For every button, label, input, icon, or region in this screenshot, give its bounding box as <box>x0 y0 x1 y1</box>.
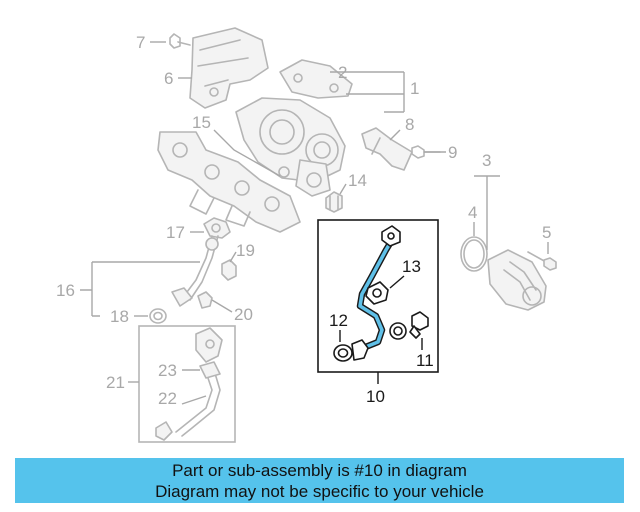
callout-14: 14 <box>348 171 367 190</box>
bracket-8-part <box>361 127 413 171</box>
callout-17: 17 <box>166 223 185 242</box>
part-info-banner: Part or sub-assembly is #10 in diagram D… <box>15 458 624 503</box>
callout-1: 1 <box>410 79 419 98</box>
heat-shield-part <box>189 27 269 109</box>
oil-line-17-part <box>171 217 231 307</box>
callout-6: 6 <box>164 69 173 88</box>
bolt-20-part <box>197 291 213 309</box>
bracket-2-part <box>279 59 353 99</box>
callout-23: 23 <box>158 361 177 380</box>
parts-diagram: 1 2 3 4 5 6 7 8 9 10 11 12 13 14 15 16 1… <box>56 27 557 443</box>
callout-7: 7 <box>136 33 145 52</box>
callout-2: 2 <box>338 63 347 82</box>
housing-3-part <box>487 249 547 311</box>
oil-pipe-10-highlighted <box>354 225 401 354</box>
group-21-frame <box>138 325 236 443</box>
banner-line-part-number: Part or sub-assembly is #10 in diagram <box>172 461 467 480</box>
leader-lines <box>80 41 549 405</box>
callout-12: 12 <box>329 311 348 330</box>
fitting-19-part <box>221 259 237 281</box>
callout-18: 18 <box>110 307 129 326</box>
fitting-23-part <box>195 327 223 363</box>
fitting-14-part <box>325 191 343 213</box>
callout-10: 10 <box>366 387 385 406</box>
washer-12-part <box>333 344 353 362</box>
callout-13: 13 <box>402 257 421 276</box>
callout-20: 20 <box>234 305 253 324</box>
bolt-11-part <box>409 311 429 339</box>
callout-5: 5 <box>542 223 551 242</box>
washer-18-part <box>149 308 167 324</box>
callout-15: 15 <box>192 113 211 132</box>
callout-19: 19 <box>236 241 255 260</box>
callout-21: 21 <box>106 373 125 392</box>
callout-9: 9 <box>448 143 457 162</box>
bolt-5-part <box>527 251 557 271</box>
washer-11-part <box>389 322 407 340</box>
gasket-4-part <box>460 236 488 272</box>
callout-11: 11 <box>416 351 434 370</box>
callout-16: 16 <box>56 281 75 300</box>
turbocharger-part <box>157 97 346 233</box>
callout-22: 22 <box>158 389 177 408</box>
bolt-7-part <box>169 33 191 49</box>
line-22-part <box>155 361 221 441</box>
callout-4: 4 <box>468 203 477 222</box>
clamp-13-part <box>365 281 389 305</box>
callout-8: 8 <box>405 115 414 134</box>
callout-3: 3 <box>482 151 491 170</box>
banner-line-disclaimer: Diagram may not be specific to your vehi… <box>155 482 484 501</box>
banjo-fitting-12-part <box>351 339 369 361</box>
